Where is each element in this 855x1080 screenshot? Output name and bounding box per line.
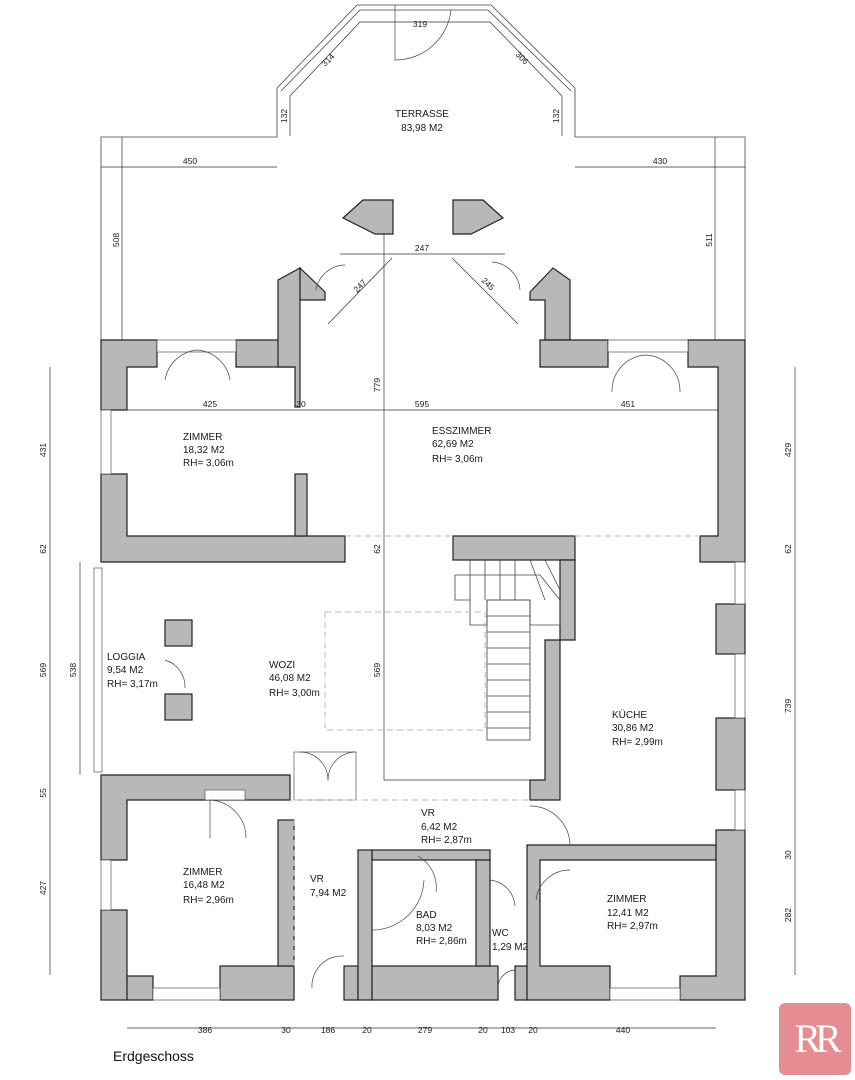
- dim-left-h2: 62: [38, 544, 48, 554]
- dim-bottom-w9: 440: [616, 1025, 630, 1035]
- dim-terrace-right: 430: [653, 156, 667, 166]
- plan-title: Erdgeschoss: [113, 1048, 194, 1064]
- terrace-outline: [100, 4, 746, 340]
- svg-text:WC: WC: [492, 928, 509, 939]
- svg-text:8,03 M2: 8,03 M2: [416, 923, 453, 934]
- dim-terrace-top: 319: [413, 19, 427, 29]
- dim-terrace-diag-right: 306: [514, 49, 531, 66]
- svg-text:VR: VR: [421, 808, 435, 819]
- dim-bottom-w5: 279: [418, 1025, 432, 1035]
- dim-bay-diag-right: 245: [480, 275, 497, 292]
- dim-bottom-w8: 20: [528, 1025, 538, 1035]
- room-vr-lower: VR 7,94 M2: [310, 874, 347, 899]
- svg-text:ESSZIMMER: ESSZIMMER: [432, 426, 491, 437]
- dim-bottom-w3: 186: [321, 1025, 335, 1035]
- dim-left-h5: 427: [38, 881, 48, 895]
- dim-right-h1: 429: [783, 443, 793, 457]
- svg-text:ZIMMER: ZIMMER: [183, 432, 222, 443]
- dim-terrace-diag-left: 314: [319, 51, 336, 68]
- room-vr-upper: VR 6,42 M2 RH= 2,87m: [421, 808, 472, 846]
- dim-terrace-short-left: 132: [279, 109, 289, 123]
- room-terrasse: TERRASSE 83,98 M2: [395, 109, 449, 134]
- svg-text:ZIMMER: ZIMMER: [607, 894, 646, 905]
- svg-text:LOGGIA: LOGGIA: [107, 652, 146, 663]
- dim-terrace-left: 450: [183, 156, 197, 166]
- dim-bay-front: 247: [415, 243, 429, 253]
- dim-center-h2: 569: [372, 663, 382, 677]
- svg-text:1,29 M2: 1,29 M2: [492, 942, 529, 953]
- svg-text:30,86 M2: 30,86 M2: [612, 723, 654, 734]
- dim-left-h3: 569: [38, 663, 48, 677]
- svg-text:RH= 3,06m: RH= 3,06m: [183, 458, 234, 469]
- room-zimmer-nw: ZIMMER 18,32 M2 RH= 3,06m: [183, 432, 234, 469]
- dim-right-h3: 739: [783, 699, 793, 713]
- svg-text:16,48 M2: 16,48 M2: [183, 880, 225, 891]
- svg-text:18,32 M2: 18,32 M2: [183, 445, 225, 456]
- dim-terrace-depth-left: 508: [111, 233, 121, 247]
- svg-text:BAD: BAD: [416, 910, 437, 921]
- svg-text:83,98 M2: 83,98 M2: [401, 123, 443, 134]
- room-wozi: WOZI 46,08 M2 RH= 3,00m: [269, 660, 320, 699]
- dim-left-h4: 55: [38, 788, 48, 798]
- dim-bottom-w1: 386: [198, 1025, 212, 1035]
- svg-text:9,54 M2: 9,54 M2: [107, 665, 144, 676]
- dimension-lines: [49, 21, 796, 1029]
- room-loggia: LOGGIA 9,54 M2 RH= 3,17m: [107, 652, 158, 690]
- room-kueche: KÜCHE 30,86 M2 RH= 2,99m: [612, 709, 663, 748]
- svg-text:RH= 2,86m: RH= 2,86m: [416, 936, 467, 947]
- dim-row-w4: 451: [621, 399, 635, 409]
- dim-terrace-depth-right: 511: [704, 233, 714, 247]
- svg-text:12,41 M2: 12,41 M2: [607, 908, 649, 919]
- svg-text:RH= 2,97m: RH= 2,97m: [607, 921, 658, 932]
- room-esszimmer: ESSZIMMER 62,69 M2 RH= 3,06m: [432, 426, 491, 465]
- dim-right-h2: 62: [783, 544, 793, 554]
- dim-terrace-short-right: 132: [551, 109, 561, 123]
- hidden-lines: [292, 535, 700, 966]
- svg-text:RH= 3,06m: RH= 3,06m: [432, 454, 483, 465]
- room-labels: TERRASSE 83,98 M2 ZIMMER 18,32 M2 RH= 3,…: [107, 109, 663, 953]
- room-wc: WC 1,29 M2: [492, 928, 529, 953]
- svg-text:7,94 M2: 7,94 M2: [310, 888, 347, 899]
- dim-center-h1: 62: [372, 544, 382, 554]
- dimension-labels: 319 314 306 132 132 450 430 508 511 247 …: [38, 19, 793, 1035]
- dim-row-w3: 595: [415, 399, 429, 409]
- svg-text:RH= 3,00m: RH= 3,00m: [269, 688, 320, 699]
- dim-left-h1: 431: [38, 443, 48, 457]
- doors: [164, 5, 681, 989]
- staircase: [454, 559, 561, 741]
- dim-row-w2: 30: [296, 399, 306, 409]
- dim-bottom-w7: 103: [501, 1025, 515, 1035]
- dim-right-h4: 30: [783, 850, 793, 860]
- svg-text:RH= 2,87m: RH= 2,87m: [421, 835, 472, 846]
- svg-text:46,08 M2: 46,08 M2: [269, 673, 311, 684]
- dim-bottom-w6: 20: [478, 1025, 488, 1035]
- dim-bottom-w2: 30: [281, 1025, 291, 1035]
- dim-interior-height: 779: [372, 378, 382, 392]
- brand-logo: RR: [779, 1003, 851, 1075]
- svg-text:ZIMMER: ZIMMER: [183, 867, 222, 878]
- room-bad: BAD 8,03 M2 RH= 2,86m: [416, 910, 467, 947]
- svg-text:6,42 M2: 6,42 M2: [421, 822, 458, 833]
- svg-text:VR: VR: [310, 874, 324, 885]
- windows: [93, 339, 746, 1001]
- svg-text:WOZI: WOZI: [269, 660, 295, 671]
- svg-text:62,69 M2: 62,69 M2: [432, 439, 474, 450]
- room-zimmer-sw: ZIMMER 16,48 M2 RH= 2,96m: [183, 867, 234, 906]
- svg-text:RH= 2,99m: RH= 2,99m: [612, 737, 663, 748]
- dim-right-h5: 282: [783, 908, 793, 922]
- svg-text:RH= 2,96m: RH= 2,96m: [183, 895, 234, 906]
- svg-text:RH= 3,17m: RH= 3,17m: [107, 679, 158, 690]
- svg-text:KÜCHE: KÜCHE: [612, 709, 647, 721]
- dim-bottom-w4: 20: [362, 1025, 372, 1035]
- svg-text:TERRASSE: TERRASSE: [395, 109, 449, 120]
- dim-loggia-h: 538: [68, 663, 78, 677]
- room-zimmer-se: ZIMMER 12,41 M2 RH= 2,97m: [607, 894, 658, 932]
- dim-bay-diag-left: 247: [351, 277, 368, 294]
- dim-row-w1: 425: [203, 399, 217, 409]
